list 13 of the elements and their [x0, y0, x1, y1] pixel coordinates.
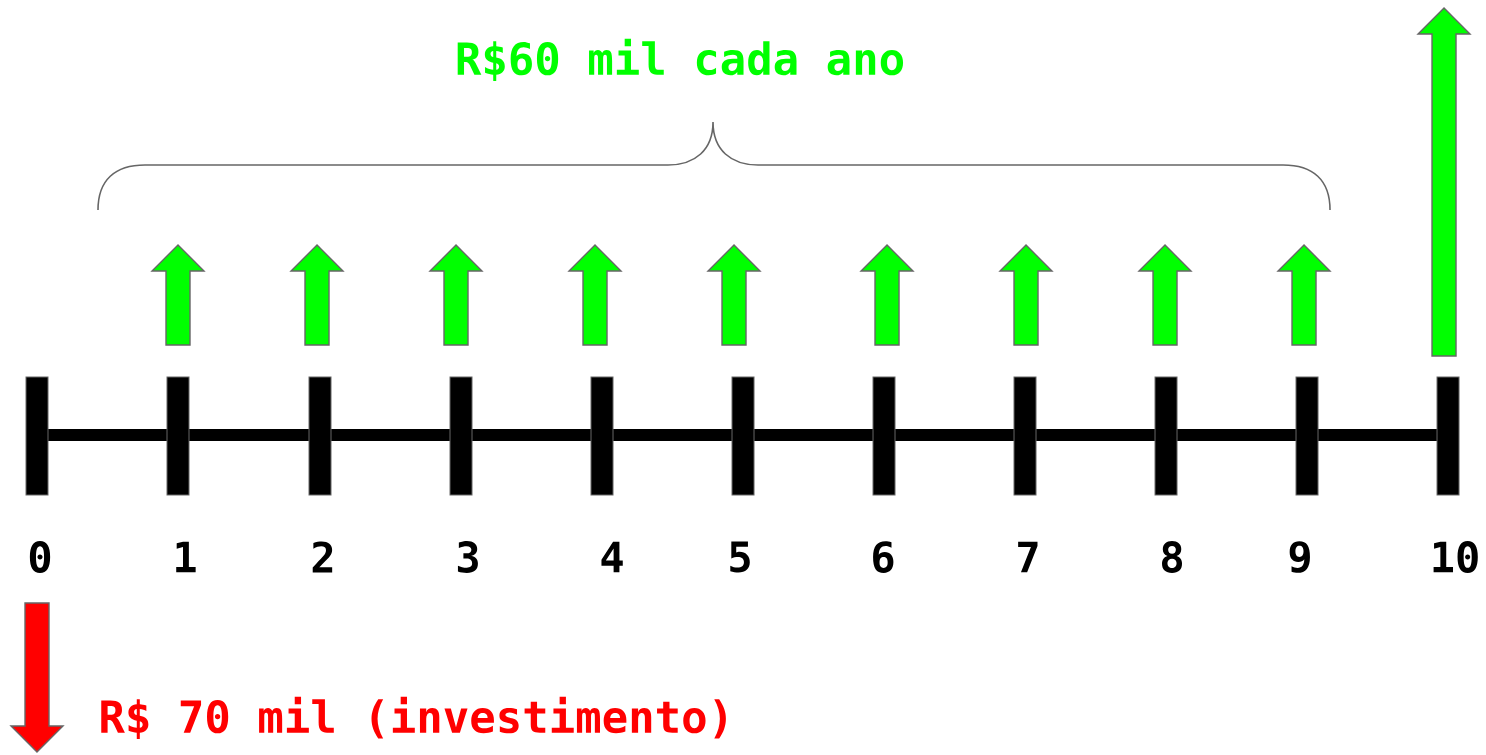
annual-cash-flow-label: R$60 mil cada ano	[457, 38, 904, 82]
period-number: 0	[29, 541, 51, 573]
period-number: 10	[1433, 541, 1478, 573]
period-number: 7	[1018, 541, 1038, 573]
period-number: 1	[176, 541, 196, 573]
investment-label: R$ 70 mil (investimento)	[101, 696, 726, 740]
period-number: 9	[1289, 541, 1310, 573]
period-number: 4	[601, 541, 623, 573]
period-number: 3	[457, 541, 478, 573]
period-number: 6	[873, 541, 894, 573]
period-number: 8	[1162, 541, 1182, 573]
period-number: 2	[312, 541, 333, 573]
period-number: 5	[730, 541, 750, 573]
